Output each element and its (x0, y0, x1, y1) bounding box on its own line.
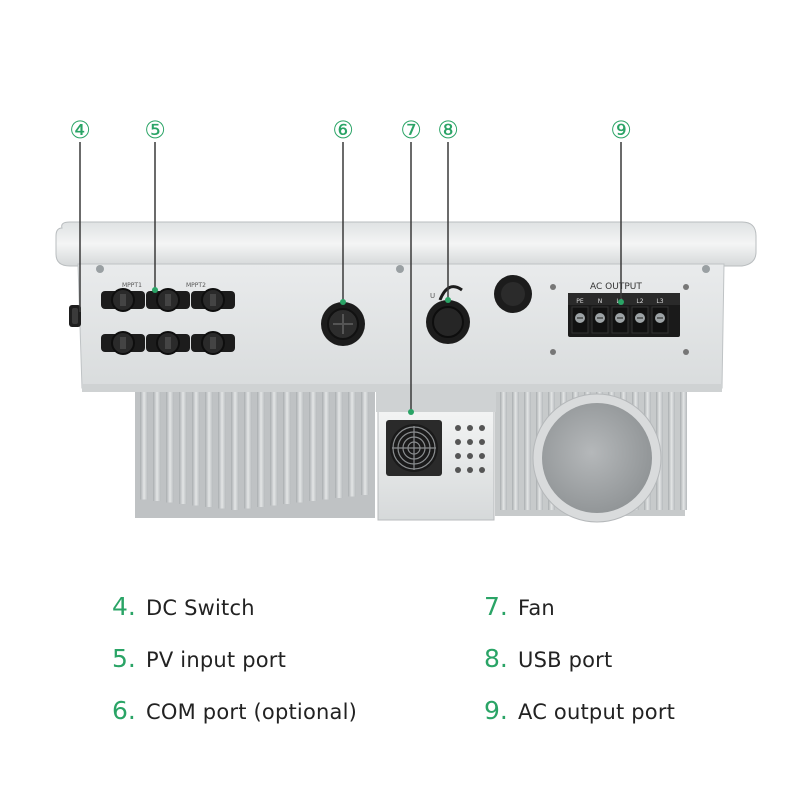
usb-port: U (426, 285, 470, 344)
callout-5: ⑤ (144, 116, 166, 144)
callout-6: ⑥ (332, 116, 354, 144)
cable-gland (494, 275, 532, 313)
callout-lines (79, 142, 622, 412)
callout-7: ⑦ (400, 116, 422, 144)
terminal-label: L3 (656, 298, 663, 305)
ac-output-port: AC OUTPUT PENL1L2L3 (568, 282, 680, 337)
inverter-housing (55, 221, 757, 392)
callout-9: ⑨ (610, 116, 632, 144)
mppt2-label: MPPT2 (186, 282, 206, 289)
terminal-label: N (598, 298, 603, 305)
pv-input-ports: MPPT1 MPPT2 (101, 282, 235, 355)
round-fan-housing (532, 393, 662, 523)
fan (376, 390, 496, 521)
mppt1-label: MPPT1 (122, 282, 142, 289)
terminal-label: L2 (636, 298, 643, 305)
com-port (321, 302, 365, 346)
dc-switch (69, 305, 81, 327)
svg-text:U: U (430, 292, 435, 300)
callout-dots (152, 287, 624, 415)
callout-8: ⑧ (437, 116, 459, 144)
heatsink-left (135, 388, 375, 518)
terminal-label: PE (576, 298, 584, 305)
callout-4: ④ (69, 116, 91, 144)
ac-output-label: AC OUTPUT (590, 282, 642, 292)
